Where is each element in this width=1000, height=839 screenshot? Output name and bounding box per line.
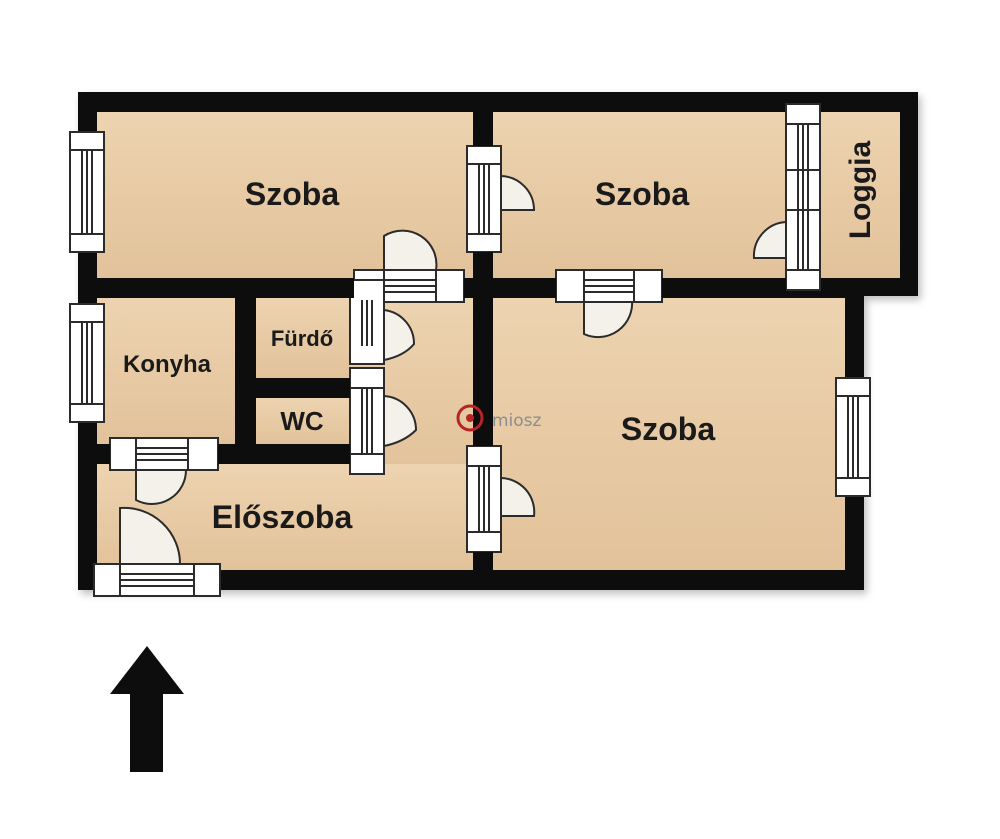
interior-walls [97, 112, 786, 570]
label-living-room: Szoba [621, 411, 715, 447]
door-living-hall [466, 445, 536, 553]
window-living-right [835, 377, 871, 497]
window-loggia [785, 103, 821, 291]
door-loggia-swing [752, 220, 787, 259]
floor-living-room [493, 298, 845, 570]
label-bedroom-top-right: Szoba [595, 176, 689, 212]
door-bathroom [349, 279, 416, 365]
label-hall: Előszoba [212, 499, 353, 535]
arrow-up-icon [110, 646, 184, 772]
doors [93, 145, 787, 597]
door-wc [349, 367, 418, 475]
label-bathroom: Fürdő [271, 326, 333, 351]
floor-wc [256, 398, 350, 444]
floor-bedroom-top-right [493, 112, 793, 278]
watermark: miosz [456, 404, 542, 432]
door-kitchen [109, 437, 219, 505]
windows [69, 103, 871, 497]
floor-bathroom [256, 298, 350, 378]
window-kitchen-left [69, 303, 105, 423]
door-living-top [555, 269, 663, 339]
watermark-text: miosz [492, 411, 542, 431]
door-entrance [93, 506, 221, 597]
label-loggia: Loggia [844, 141, 877, 240]
window-bedroom-left [69, 131, 105, 253]
floor-kitchen [97, 298, 235, 444]
watermark-logo-icon [456, 404, 484, 432]
label-bedroom-top-left: Szoba [245, 176, 339, 212]
room-labels: Szoba Szoba Loggia Konyha Fürdő WC Szoba… [123, 141, 877, 535]
floor-loggia [820, 112, 900, 278]
label-wc: WC [280, 406, 324, 436]
label-kitchen: Konyha [123, 351, 212, 378]
